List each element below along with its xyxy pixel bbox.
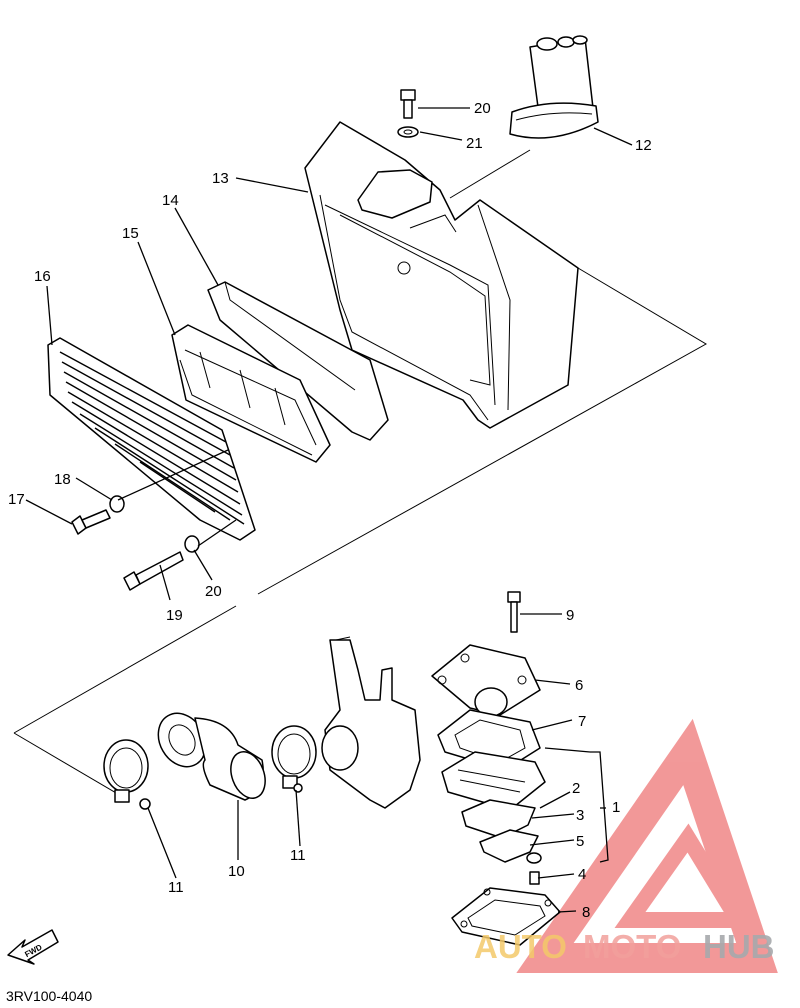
part-5-reed-stopper	[479, 829, 539, 863]
watermark-hub: HUB	[703, 928, 775, 965]
label-part-5: 5	[576, 833, 584, 850]
part-labels: 20 21 12 13 14 15 16 18 17 20 19 9 6 7 2…	[8, 100, 652, 921]
part-9-bolt	[507, 591, 521, 633]
part-6-reed-housing	[431, 644, 541, 717]
label-part-8: 8	[582, 904, 590, 921]
part-8-gasket	[451, 887, 561, 946]
watermark-text: AUTO MOTO HUB	[474, 928, 775, 965]
label-part-21: 20	[474, 100, 491, 117]
label-part-11-right: 11	[290, 847, 306, 864]
label-part-20: 20	[205, 583, 222, 600]
part-11-clamp-left	[103, 739, 151, 810]
watermark-moto: MOTO	[583, 928, 681, 965]
label-part-1: 1	[612, 799, 620, 816]
part-13-air-box	[304, 121, 579, 429]
part-3-reed-petal	[461, 799, 536, 839]
part-14-filter-element	[207, 281, 389, 441]
label-part-2: 2	[572, 780, 580, 797]
label-part-19: 19	[166, 607, 183, 624]
label-part-11-left: 11	[168, 879, 184, 896]
label-part-16: 16	[34, 268, 51, 285]
label-part-17: 17	[8, 491, 25, 508]
leader-lines	[25, 107, 633, 913]
part-10-intake-joint	[157, 712, 266, 801]
label-part-7: 7	[578, 713, 586, 730]
label-part-9: 9	[566, 607, 574, 624]
part-17-bolt	[71, 509, 111, 535]
diagram-code: 3RV100-4040	[6, 988, 92, 1004]
label-part-13: 13	[212, 170, 229, 187]
label-part-12: 12	[635, 137, 652, 154]
part-16-grill-cover	[47, 337, 256, 541]
section-outline	[13, 267, 708, 801]
label-part-18: 18	[54, 471, 71, 488]
part-12-intake-boot	[509, 35, 599, 139]
part-11-clamp-right	[271, 725, 317, 793]
label-part-3: 3	[576, 807, 584, 824]
label-part-22: 21	[466, 135, 483, 152]
label-part-10: 10	[228, 863, 245, 880]
part-15-filter-frame	[171, 324, 331, 463]
part-21-bolt	[400, 89, 416, 119]
watermark-auto: AUTO	[474, 928, 567, 965]
part-22-washer	[397, 126, 419, 138]
part-7-gasket	[437, 709, 541, 771]
part-18-washer	[109, 495, 125, 513]
part-19-long-bolt	[123, 551, 184, 591]
part-20-washer	[184, 535, 200, 553]
fwd-arrow-icon: FWD	[7, 929, 59, 965]
part-2-reed-block	[441, 751, 546, 811]
label-part-6: 6	[575, 677, 583, 694]
label-part-15: 15	[122, 225, 139, 242]
label-part-4: 4	[578, 866, 586, 883]
part-4-screw	[526, 852, 542, 885]
watermark-logo-icon	[516, 718, 778, 973]
carburetor-outline	[321, 636, 421, 809]
label-part-14: 14	[162, 192, 179, 209]
